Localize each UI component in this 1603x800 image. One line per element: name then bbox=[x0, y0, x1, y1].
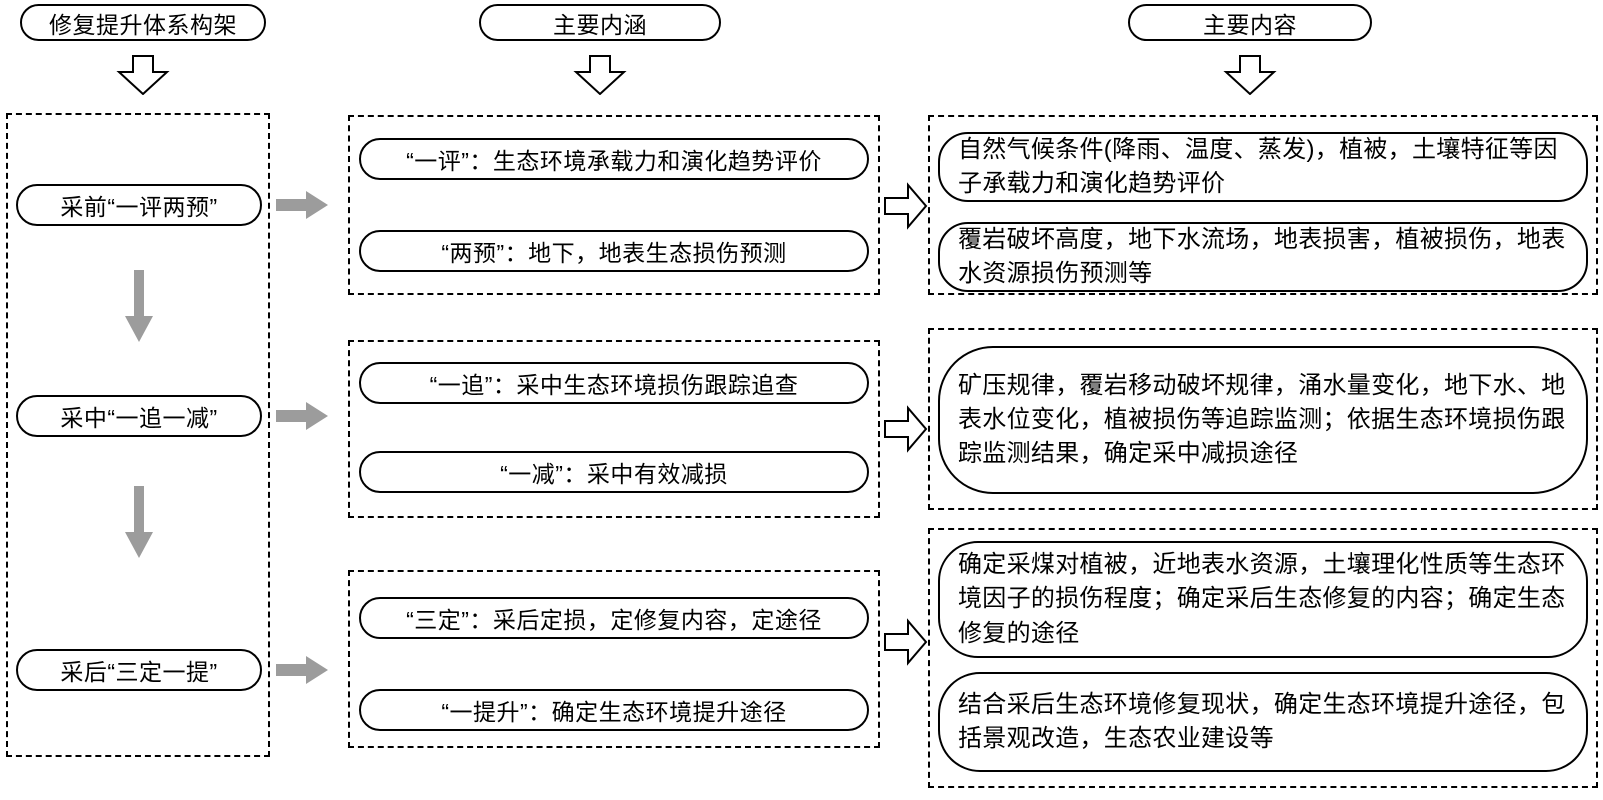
stage-during-mining: 采中“一追一减” bbox=[16, 395, 262, 437]
flow-arrow-down-icon bbox=[125, 270, 153, 342]
content-group-3 bbox=[928, 528, 1598, 788]
content-item: 矿压规律，覆岩移动破坏规律，涌水量变化，地下水、地表水位变化，植被损伤等追踪监测… bbox=[938, 346, 1588, 494]
hollow-arrow-right-icon bbox=[884, 182, 928, 230]
content-item: 确定采煤对植被，近地表水资源，土壤理化性质等生态环境因子的损伤程度；确定采后生态… bbox=[938, 541, 1588, 658]
flow-arrow-right-icon bbox=[276, 656, 328, 684]
header-content: 主要内容 bbox=[1128, 4, 1372, 41]
connotation-item: “一减”：采中有效减损 bbox=[359, 451, 869, 493]
hollow-arrow-right-icon bbox=[884, 405, 928, 453]
stage-pre-mining: 采前“一评两预” bbox=[16, 184, 262, 226]
header-framework: 修复提升体系构架 bbox=[20, 4, 266, 41]
down-arrow-icon bbox=[573, 55, 627, 95]
content-group-1 bbox=[928, 115, 1598, 295]
connotation-group-3 bbox=[348, 570, 880, 748]
connotation-item: “一提升”：确定生态环境提升途径 bbox=[359, 689, 869, 731]
connotation-item: “三定”：采后定损，定修复内容，定途径 bbox=[359, 597, 869, 639]
content-item: 覆岩破坏高度，地下水流场，地表损害，植被损伤，地表水资源损伤预测等 bbox=[938, 222, 1588, 292]
hollow-arrow-right-icon bbox=[884, 618, 928, 666]
connotation-item: “一评”：生态环境承载力和演化趋势评价 bbox=[359, 138, 869, 180]
connotation-group-2 bbox=[348, 340, 880, 518]
flow-arrow-right-icon bbox=[276, 191, 328, 219]
flow-arrow-down-icon bbox=[125, 486, 153, 558]
connotation-group-1 bbox=[348, 115, 880, 295]
connotation-item: “两预”：地下，地表生态损伤预测 bbox=[359, 230, 869, 272]
content-item: 自然气候条件(降雨、温度、蒸发)，植被，土壤特征等因子承载力和演化趋势评价 bbox=[938, 132, 1588, 202]
flow-arrow-right-icon bbox=[276, 402, 328, 430]
content-item: 结合采后生态环境修复现状，确定生态环境提升途径，包括景观改造，生态农业建设等 bbox=[938, 672, 1588, 772]
connotation-item: “一追”：采中生态环境损伤跟踪追查 bbox=[359, 362, 869, 404]
stage-post-mining: 采后“三定一提” bbox=[16, 649, 262, 691]
content-group-2 bbox=[928, 328, 1598, 510]
framework-stages-container bbox=[6, 113, 270, 757]
down-arrow-icon bbox=[116, 55, 170, 95]
down-arrow-icon bbox=[1223, 55, 1277, 95]
header-connotation: 主要内涵 bbox=[479, 4, 721, 41]
